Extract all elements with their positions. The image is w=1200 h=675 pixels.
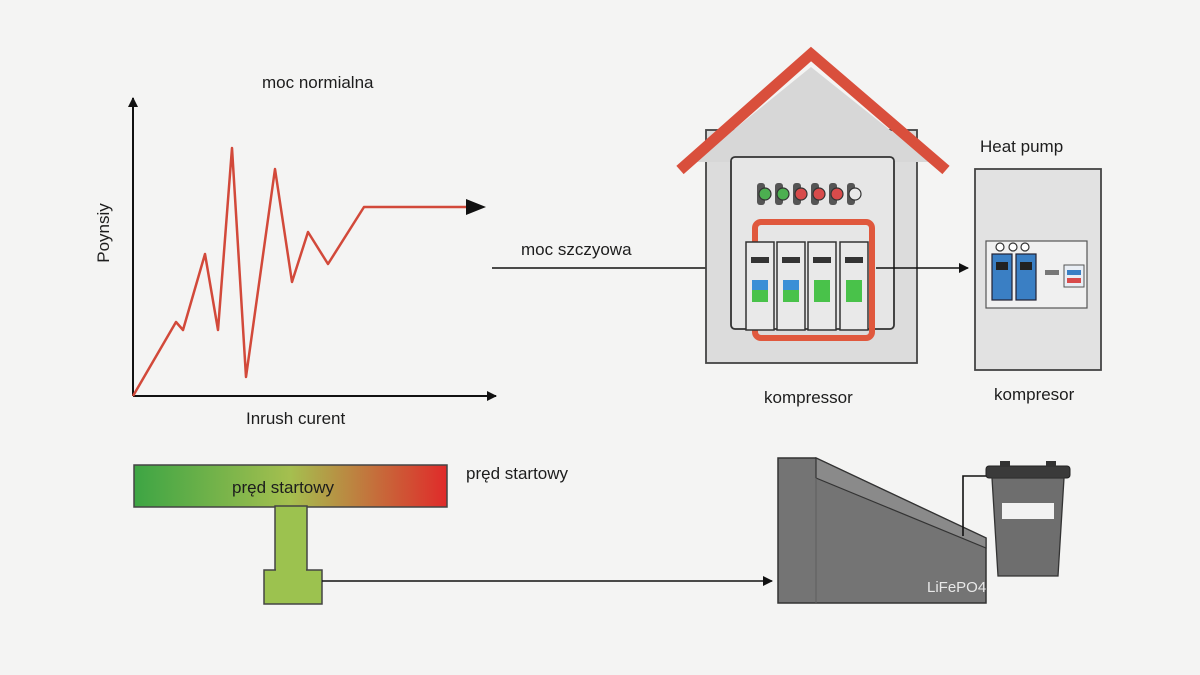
compressor-box-label: kompressor	[764, 388, 853, 407]
heat-pump-caption: kompresor	[994, 385, 1075, 404]
chart-title: moc normialna	[262, 73, 374, 92]
trace-arrowhead	[466, 199, 486, 215]
battery-body	[777, 457, 987, 604]
red-led-icon	[812, 187, 826, 201]
red-led-icon	[794, 187, 808, 201]
green-led-icon	[776, 187, 790, 201]
indicator-row	[757, 183, 862, 205]
start-current-bar	[133, 464, 448, 508]
peak-power-label: moc szczyowa	[521, 240, 632, 259]
house	[676, 46, 950, 364]
breaker-module	[839, 241, 869, 331]
battery-cell-label-plate	[1002, 503, 1054, 519]
green-led-icon	[758, 187, 772, 201]
house-roof	[676, 46, 950, 175]
heat-pump-title: Heat pump	[980, 137, 1064, 156]
start-current-side-label: pręd startowy	[466, 464, 569, 483]
start-current-foot	[263, 569, 323, 605]
start-current-bar-label: pręd startowy	[232, 478, 335, 497]
battery-cell-body	[991, 477, 1065, 577]
inrush-current-trace	[131, 146, 466, 397]
heat-pump-breaker	[1015, 253, 1037, 301]
battery-label: LiFePO4	[927, 579, 987, 596]
start-current-stem	[274, 505, 308, 573]
breaker-module	[745, 241, 775, 331]
chart-x-axis-label: Inrush curent	[246, 409, 346, 428]
battery-cell	[985, 461, 1071, 577]
chart-y-axis-label: Poynsiy	[94, 203, 113, 263]
battery-slope	[815, 457, 987, 549]
start-current-t	[133, 464, 448, 605]
heat-pump-unit	[974, 168, 1102, 371]
inrush-chart	[128, 97, 497, 401]
red-led-icon	[830, 187, 844, 201]
lifepo4-battery	[777, 457, 987, 604]
heat-pump-breaker	[991, 253, 1013, 301]
house-roof-fill	[694, 67, 930, 162]
heat-pump-meter-icon	[1063, 264, 1085, 288]
breaker-module	[776, 241, 806, 331]
battery-to-cell-wire	[962, 475, 994, 536]
breaker-module	[807, 241, 837, 331]
green-led-icon	[848, 187, 862, 201]
battery-cell-lid	[985, 465, 1071, 479]
